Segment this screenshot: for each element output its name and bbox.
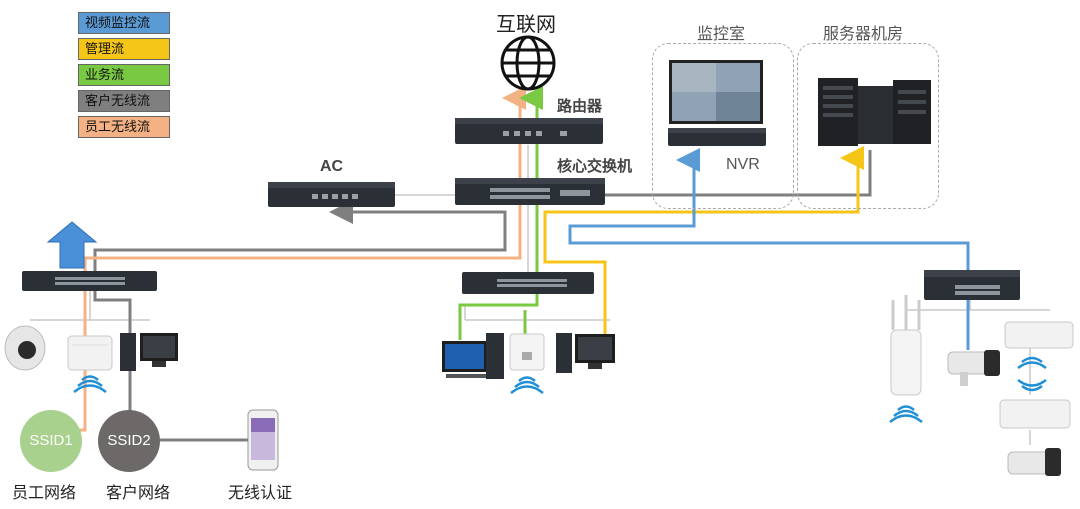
video-wall-monitor-icon bbox=[669, 60, 763, 124]
desktop-computer-icon bbox=[556, 333, 615, 373]
ssid1-label: SSID1 bbox=[29, 432, 73, 449]
wall-plate-ap-icon bbox=[509, 333, 545, 371]
ssid2-node: SSID2 bbox=[98, 410, 160, 472]
left-access-switch-icon bbox=[22, 271, 157, 291]
bridge-cpe-icon bbox=[1004, 321, 1074, 349]
legend-item-staff-wireless: 员工无线流 bbox=[78, 116, 170, 138]
internet-globe-icon bbox=[500, 35, 556, 91]
server-room-boundary bbox=[797, 43, 939, 209]
ssid2-label: SSID2 bbox=[107, 432, 151, 449]
wifi-signal-icon bbox=[510, 376, 544, 394]
ac-controller-icon bbox=[268, 182, 395, 207]
uplink-arrow-icon bbox=[46, 221, 98, 269]
desktop-computer-icon bbox=[120, 333, 178, 371]
bullet-camera-icon bbox=[1007, 448, 1061, 476]
staff-network-label: 员工网络 bbox=[12, 485, 77, 502]
wifi-signal-icon bbox=[73, 375, 107, 393]
nvr-label: NVR bbox=[726, 156, 760, 173]
router-label: 路由器 bbox=[557, 98, 603, 115]
monitor-room-boundary bbox=[652, 43, 794, 209]
outdoor-ap-icon bbox=[890, 295, 922, 396]
server-room-label: 服务器机房 bbox=[823, 26, 904, 43]
router-icon bbox=[455, 118, 603, 144]
video-surveillance-flow bbox=[568, 148, 970, 350]
ac-label: AC bbox=[320, 158, 344, 175]
legend-item-management: 管理流 bbox=[78, 38, 170, 60]
physical-links bbox=[30, 145, 1050, 445]
ceiling-ap-icon bbox=[67, 335, 113, 371]
legend-item-video: 视频监控流 bbox=[78, 12, 170, 34]
right-poe-switch-icon bbox=[924, 270, 1020, 300]
management-flow bbox=[543, 146, 864, 340]
core-switch-icon bbox=[455, 178, 605, 205]
internet-label: 互联网 bbox=[496, 14, 556, 36]
nvr-icon bbox=[668, 128, 766, 146]
legend-item-business: 业务流 bbox=[78, 64, 170, 86]
server-rack-icon bbox=[818, 78, 931, 146]
guest-network-label: 客户网络 bbox=[106, 485, 171, 502]
staff-wireless-flow bbox=[40, 86, 526, 432]
wifi-signal-icon bbox=[1017, 356, 1047, 392]
ssid1-node: SSID1 bbox=[20, 410, 82, 472]
bridge-cpe-icon bbox=[999, 399, 1071, 429]
monitor-room-label: 监控室 bbox=[697, 26, 746, 43]
wifi-signal-icon bbox=[889, 405, 923, 423]
legend-item-guest-wireless: 客户无线流 bbox=[78, 90, 170, 112]
wireless-auth-label: 无线认证 bbox=[228, 485, 293, 502]
middle-access-switch-icon bbox=[462, 272, 594, 294]
dome-camera-icon bbox=[4, 325, 46, 371]
smartphone-icon bbox=[247, 409, 279, 471]
bullet-camera-icon bbox=[947, 350, 1000, 386]
core-switch-label: 核心交换机 bbox=[557, 158, 633, 175]
desktop-computer-icon bbox=[442, 333, 504, 379]
legend: 视频监控流 管理流 业务流 客户无线流 员工无线流 bbox=[78, 12, 170, 142]
